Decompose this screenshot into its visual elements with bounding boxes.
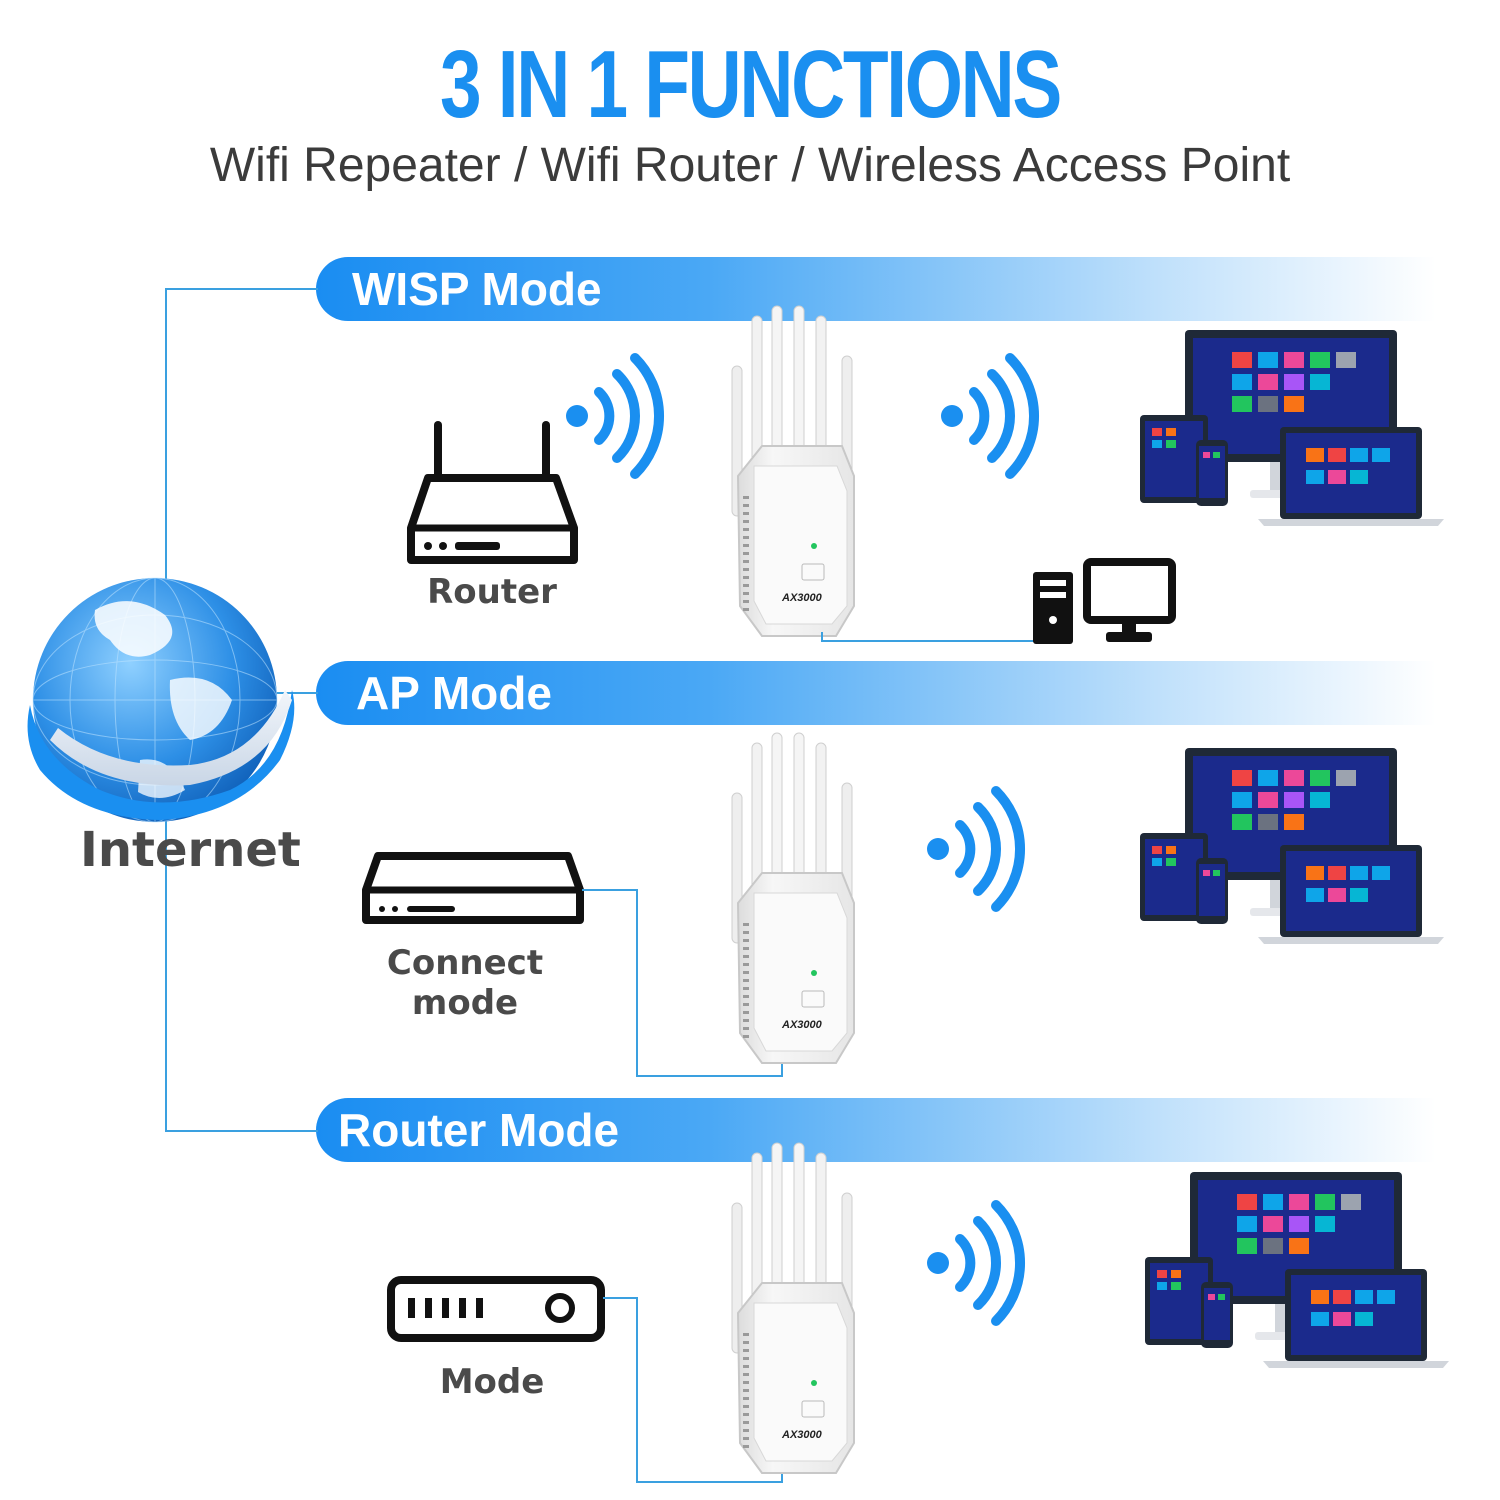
router-mode-label: Router Mode bbox=[338, 1104, 620, 1156]
wisp-extender-icon bbox=[732, 306, 854, 636]
ap-modem-icon bbox=[362, 852, 584, 924]
router-mode-client-wifi-icon bbox=[927, 1205, 1020, 1321]
ap-extender-model: AX3000 bbox=[782, 1019, 822, 1031]
ap-client-devices-icon bbox=[1140, 748, 1444, 944]
wisp-pc-cable bbox=[821, 632, 1035, 642]
wisp-extender-model: AX3000 bbox=[782, 592, 822, 604]
wisp-link-line bbox=[165, 288, 318, 588]
internet-label: Internet bbox=[80, 822, 301, 878]
wisp-client-wifi-icon bbox=[941, 358, 1034, 474]
router-link-line bbox=[165, 812, 318, 1132]
ap-client-wifi-icon bbox=[927, 791, 1020, 907]
router-mode-extender-icon bbox=[732, 1143, 854, 1473]
wisp-router-icon bbox=[407, 421, 578, 564]
router-mode-cable-line bbox=[603, 1297, 783, 1483]
router-mode-source-label: Mode bbox=[439, 1362, 545, 1402]
wisp-client-devices-icon bbox=[1140, 330, 1444, 526]
page-title: 3 IN 1 FUNCTIONS bbox=[440, 31, 1062, 138]
router-mode-band: Router Mode bbox=[316, 1098, 1436, 1162]
ap-extender-icon bbox=[732, 733, 854, 1063]
ap-mode-band: AP Mode bbox=[316, 661, 1436, 725]
router-mode-extender-model: AX3000 bbox=[782, 1429, 822, 1441]
ap-cable-line bbox=[582, 889, 783, 1077]
router-mode-modem-icon bbox=[387, 1276, 605, 1342]
wisp-mode-band: WISP Mode bbox=[316, 257, 1436, 321]
internet-globe-icon bbox=[27, 577, 295, 823]
ap-mode-label: AP Mode bbox=[356, 667, 552, 719]
desktop-pc-icon bbox=[1033, 558, 1176, 644]
wisp-mode-label: WISP Mode bbox=[352, 263, 602, 315]
router-mode-client-devices-icon bbox=[1145, 1172, 1449, 1368]
wisp-source-wifi-icon bbox=[566, 358, 659, 474]
wisp-source-label: Router bbox=[427, 572, 557, 612]
ap-source-label: Connect mode bbox=[386, 943, 544, 1023]
page-subtitle: Wifi Repeater / Wifi Router / Wireless A… bbox=[209, 139, 1291, 192]
